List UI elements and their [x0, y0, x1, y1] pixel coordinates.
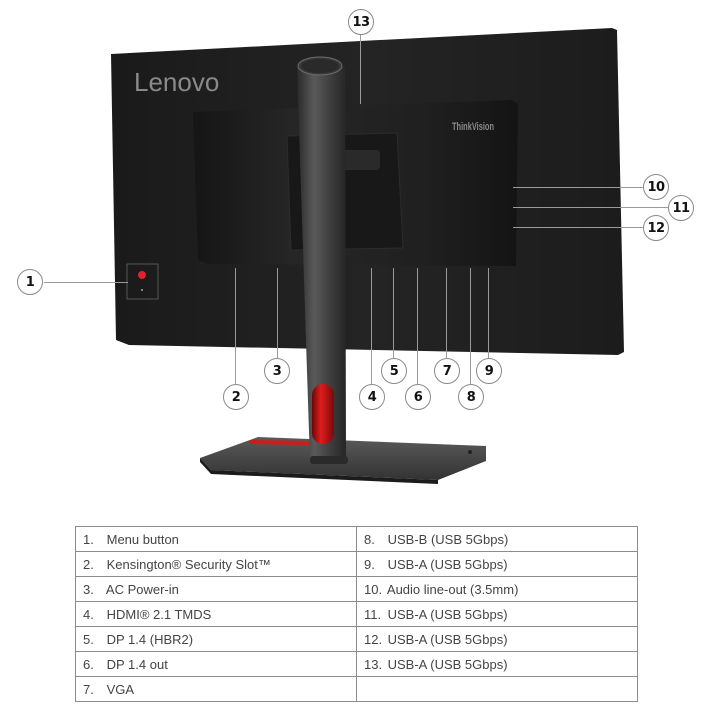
leader-line-9 [488, 268, 489, 358]
legend-number: 13. [364, 656, 383, 672]
legend-cell-6: 6. DP 1.4 out [75, 651, 357, 677]
legend-cell-13: 13. USB-A (USB 5Gbps) [356, 651, 638, 677]
legend-cell-2: 2. Kensington® Security Slot™ [75, 551, 357, 577]
legend-number: 5. [83, 631, 94, 647]
legend-text: USB-A (USB 5Gbps) [387, 556, 508, 572]
callout-2: 2 [223, 384, 249, 410]
legend-number: 2. [83, 556, 94, 572]
legend-cell-11: 11. USB-A (USB 5Gbps) [356, 601, 638, 627]
leader-line-8 [470, 268, 471, 384]
legend-number: 10. [364, 581, 383, 597]
legend-number: 6. [83, 656, 94, 672]
legend-number: 8. [364, 531, 375, 547]
legend-text: Menu button [106, 531, 179, 547]
callout-1: 1 [17, 269, 43, 295]
table-row: 4. HDMI® 2.1 TMDS 11. USB-A (USB 5Gbps) [75, 601, 638, 627]
callout-8: 8 [458, 384, 484, 410]
leader-line-4 [371, 268, 372, 384]
legend-cell-3: 3. AC Power-in [75, 576, 357, 602]
legend-number: 4. [83, 606, 94, 622]
legend-text: Kensington® Security Slot™ [106, 556, 271, 572]
leader-line-11 [513, 207, 668, 208]
table-row: 1. Menu button 8. USB-B (USB 5Gbps) [75, 526, 638, 552]
legend-text: DP 1.4 out [106, 656, 168, 672]
callout-9: 9 [476, 358, 502, 384]
callout-13: 13 [348, 9, 374, 35]
callout-6: 6 [405, 384, 431, 410]
legend-cell-12: 12. USB-A (USB 5Gbps) [356, 626, 638, 652]
callout-5: 5 [381, 358, 407, 384]
table-row: 3. AC Power-in 10. Audio line-out (3.5mm… [75, 576, 638, 602]
leader-line-2 [235, 268, 236, 384]
legend-number: 12. [364, 631, 383, 647]
legend-text: VGA [106, 681, 135, 697]
legend-cell-4: 4. HDMI® 2.1 TMDS [75, 601, 357, 627]
callout-10: 10 [643, 174, 669, 200]
legend-number: 7. [83, 681, 94, 697]
callout-4: 4 [359, 384, 385, 410]
legend-text: USB-A (USB 5Gbps) [387, 656, 508, 672]
callout-3: 3 [264, 358, 290, 384]
table-row: 7. VGA [75, 676, 638, 702]
legend-cell-10: 10. Audio line-out (3.5mm) [356, 576, 638, 602]
monitor-illustration: Lenovo ThinkVision [111, 28, 624, 484]
monitor-rear-diagram: Lenovo ThinkVision 1 2 3 4 5 6 7 8 9 10 … [17, 9, 694, 484]
table-row: 2. Kensington® Security Slot™ 9. USB-A (… [75, 551, 638, 577]
leader-line-13 [360, 34, 361, 104]
legend-text: AC Power-in [105, 581, 179, 597]
legend-number: 11. [364, 606, 382, 622]
legend-text: Audio line-out (3.5mm) [386, 581, 519, 597]
legend-text: USB-B (USB 5Gbps) [387, 531, 509, 547]
leader-line-5 [393, 268, 394, 358]
lenovo-logo: Lenovo [134, 67, 219, 97]
leader-line-6 [417, 268, 418, 384]
callout-11: 11 [668, 195, 694, 221]
legend-cell-5: 5. DP 1.4 (HBR2) [75, 626, 357, 652]
legend-cell-empty [356, 676, 638, 702]
legend-text: HDMI® 2.1 TMDS [106, 606, 212, 622]
table-row: 5. DP 1.4 (HBR2) 12. USB-A (USB 5Gbps) [75, 626, 638, 652]
leader-line-3 [277, 268, 278, 358]
legend-text: USB-A (USB 5Gbps) [387, 606, 508, 622]
legend-number: 3. [83, 581, 94, 597]
legend-number: 1. [83, 531, 94, 547]
svg-text:ThinkVision: ThinkVision [452, 121, 494, 133]
port-legend-table: 1. Menu button 8. USB-B (USB 5Gbps) 2. K… [75, 526, 638, 702]
legend-text: USB-A (USB 5Gbps) [387, 631, 508, 647]
legend-cell-8: 8. USB-B (USB 5Gbps) [356, 526, 638, 552]
legend-text: DP 1.4 (HBR2) [106, 631, 194, 647]
legend-cell-1: 1. Menu button [75, 526, 357, 552]
leader-line-12 [513, 227, 643, 228]
callout-12: 12 [643, 215, 669, 241]
legend-number: 9. [364, 556, 375, 572]
leader-line-7 [446, 268, 447, 358]
legend-cell-7: 7. VGA [75, 676, 357, 702]
table-row: 6. DP 1.4 out 13. USB-A (USB 5Gbps) [75, 651, 638, 677]
leader-line-10 [513, 187, 643, 188]
leader-line-1 [44, 282, 128, 283]
legend-cell-9: 9. USB-A (USB 5Gbps) [356, 551, 638, 577]
callout-7: 7 [434, 358, 460, 384]
